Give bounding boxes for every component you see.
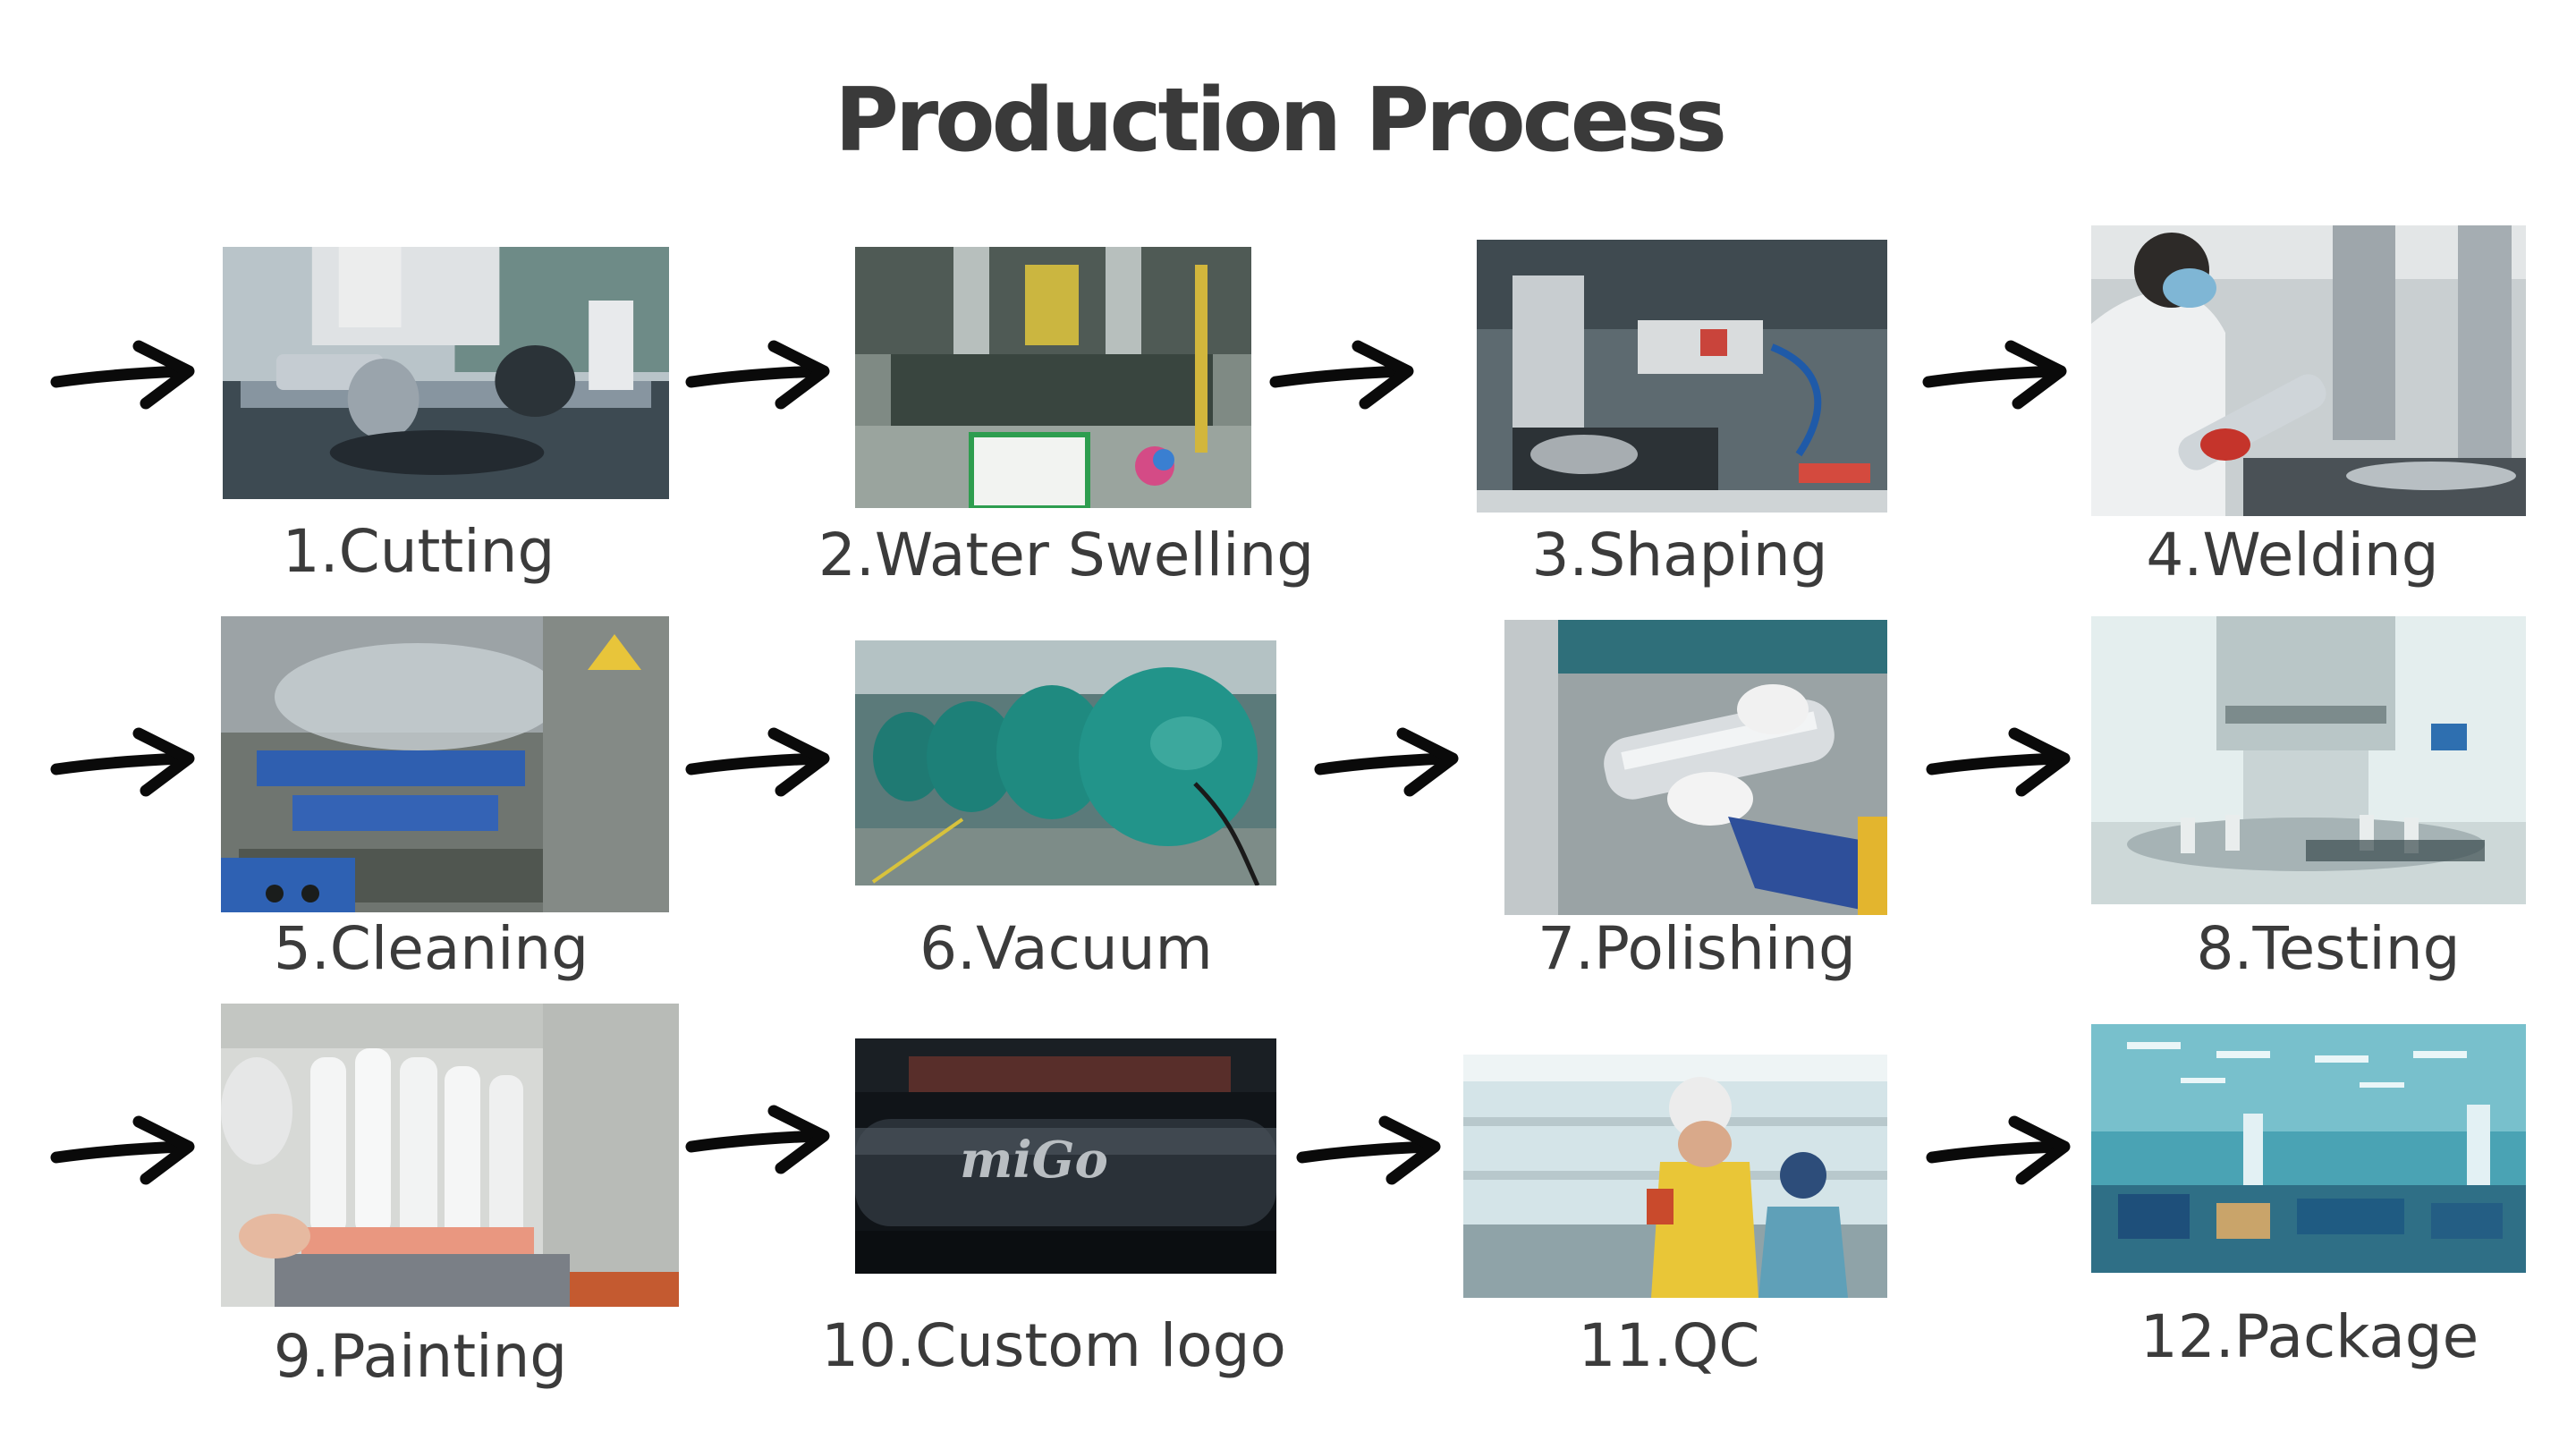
arrow-icon	[1921, 335, 2073, 416]
step-3-photo	[1477, 240, 1887, 513]
arrow-icon	[1925, 723, 2077, 803]
step-8-photo	[2091, 616, 2526, 904]
step-5-label: 5.Cleaning	[273, 914, 589, 983]
step-1-photo	[223, 247, 669, 499]
arrow-icon	[1313, 723, 1465, 803]
step-9-photo	[221, 1004, 679, 1307]
arrow-icon	[1925, 1111, 2077, 1191]
step-10-photo: miGo	[855, 1038, 1276, 1274]
step-2-photo	[855, 247, 1251, 508]
step-6-label: 6.Vacuum	[919, 914, 1213, 983]
page-title: Production Process	[835, 70, 1727, 172]
step-2-label: 2.Water Swelling	[818, 521, 1315, 589]
step-3-label: 3.Shaping	[1531, 521, 1828, 589]
step-8-label: 8.Testing	[2196, 914, 2461, 983]
step-6-photo	[855, 640, 1276, 886]
step-10-label: 10.Custom logo	[821, 1311, 1286, 1380]
step-1-label: 1.Cutting	[282, 517, 555, 586]
step-12-label: 12.Package	[2140, 1302, 2479, 1371]
arrow-icon	[1268, 335, 1420, 416]
step-11-photo	[1463, 1055, 1887, 1298]
step-9-label: 9.Painting	[273, 1322, 568, 1391]
arrow-icon	[1295, 1111, 1447, 1191]
step-5-photo	[221, 616, 669, 912]
step-4-label: 4.Welding	[2146, 521, 2439, 589]
step-11-label: 11.QC	[1578, 1311, 1760, 1380]
step-12-photo	[2091, 1024, 2526, 1273]
arrow-icon	[684, 723, 836, 803]
arrow-icon	[49, 1111, 201, 1191]
arrow-icon	[684, 1100, 836, 1181]
arrow-icon	[684, 335, 836, 416]
brand-logo: miGo	[960, 1131, 1108, 1190]
step-4-photo	[2091, 225, 2526, 516]
step-7-label: 7.Polishing	[1538, 914, 1856, 983]
step-7-photo	[1504, 620, 1887, 915]
arrow-icon	[49, 723, 201, 803]
arrow-icon	[49, 335, 201, 416]
